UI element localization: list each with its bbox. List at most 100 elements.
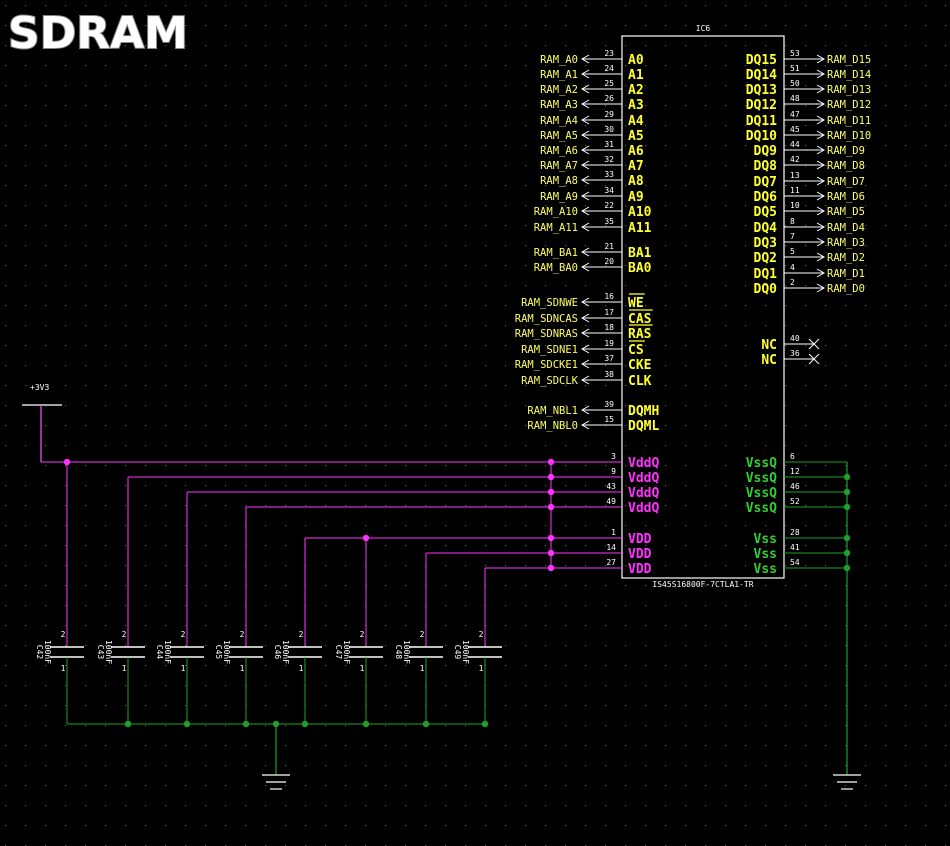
pin-number: 28 <box>790 528 800 537</box>
pin-number: 4 <box>790 263 795 272</box>
ic-body[interactable] <box>621 35 785 579</box>
ground-symbol-left[interactable] <box>262 724 290 790</box>
pin-name: A10 <box>628 205 652 220</box>
net-label: RAM_SDNCAS <box>515 313 578 325</box>
net-label: RAM_D8 <box>827 160 865 172</box>
net-label: RAM_D5 <box>827 206 865 218</box>
pin-name: VDD <box>628 532 652 547</box>
pin-name: DQ0 <box>754 282 778 297</box>
capacitor-ref: C49 <box>453 645 462 660</box>
pin-name: CLK <box>628 374 652 389</box>
pin-name: VssQ <box>746 471 777 486</box>
pin-number: 2 <box>360 630 365 639</box>
net-label: RAM_D4 <box>827 222 865 234</box>
pin-number: 29 <box>604 110 614 119</box>
pin-number: 2 <box>240 630 245 639</box>
net-label: RAM_A1 <box>540 69 578 81</box>
pin-number: 48 <box>790 94 800 103</box>
ic-symbol[interactable]: IC6 IS45S16800F-7CTLA1-TR <box>621 24 785 589</box>
pin-number: 26 <box>604 94 614 103</box>
pin-name: A9 <box>628 190 644 205</box>
net-label: RAM_D2 <box>827 252 865 264</box>
pin-name: Vss <box>754 547 777 562</box>
pin-name: DQ8 <box>754 159 778 174</box>
net-label: RAM_D10 <box>827 130 871 142</box>
pin-number: 33 <box>604 170 614 179</box>
pin-name: BA1 <box>628 246 652 261</box>
pin-name: DQMH <box>628 404 659 419</box>
net-label: RAM_NBL0 <box>527 420 578 432</box>
pin-name: A2 <box>628 83 644 98</box>
ground-symbol-right[interactable] <box>833 462 861 790</box>
pin-number: 23 <box>604 49 614 58</box>
pin-name: NC <box>761 353 777 368</box>
pin-number: 2 <box>299 630 304 639</box>
pin-number: 46 <box>790 482 800 491</box>
pin-name: RAS <box>628 327 652 342</box>
capacitor-value: 100nF <box>342 640 351 664</box>
pin-name: CKE <box>628 358 651 373</box>
capacitor-value: 100nF <box>104 640 113 664</box>
pin-name: DQ2 <box>754 251 777 266</box>
pin-number: 2 <box>122 630 127 639</box>
